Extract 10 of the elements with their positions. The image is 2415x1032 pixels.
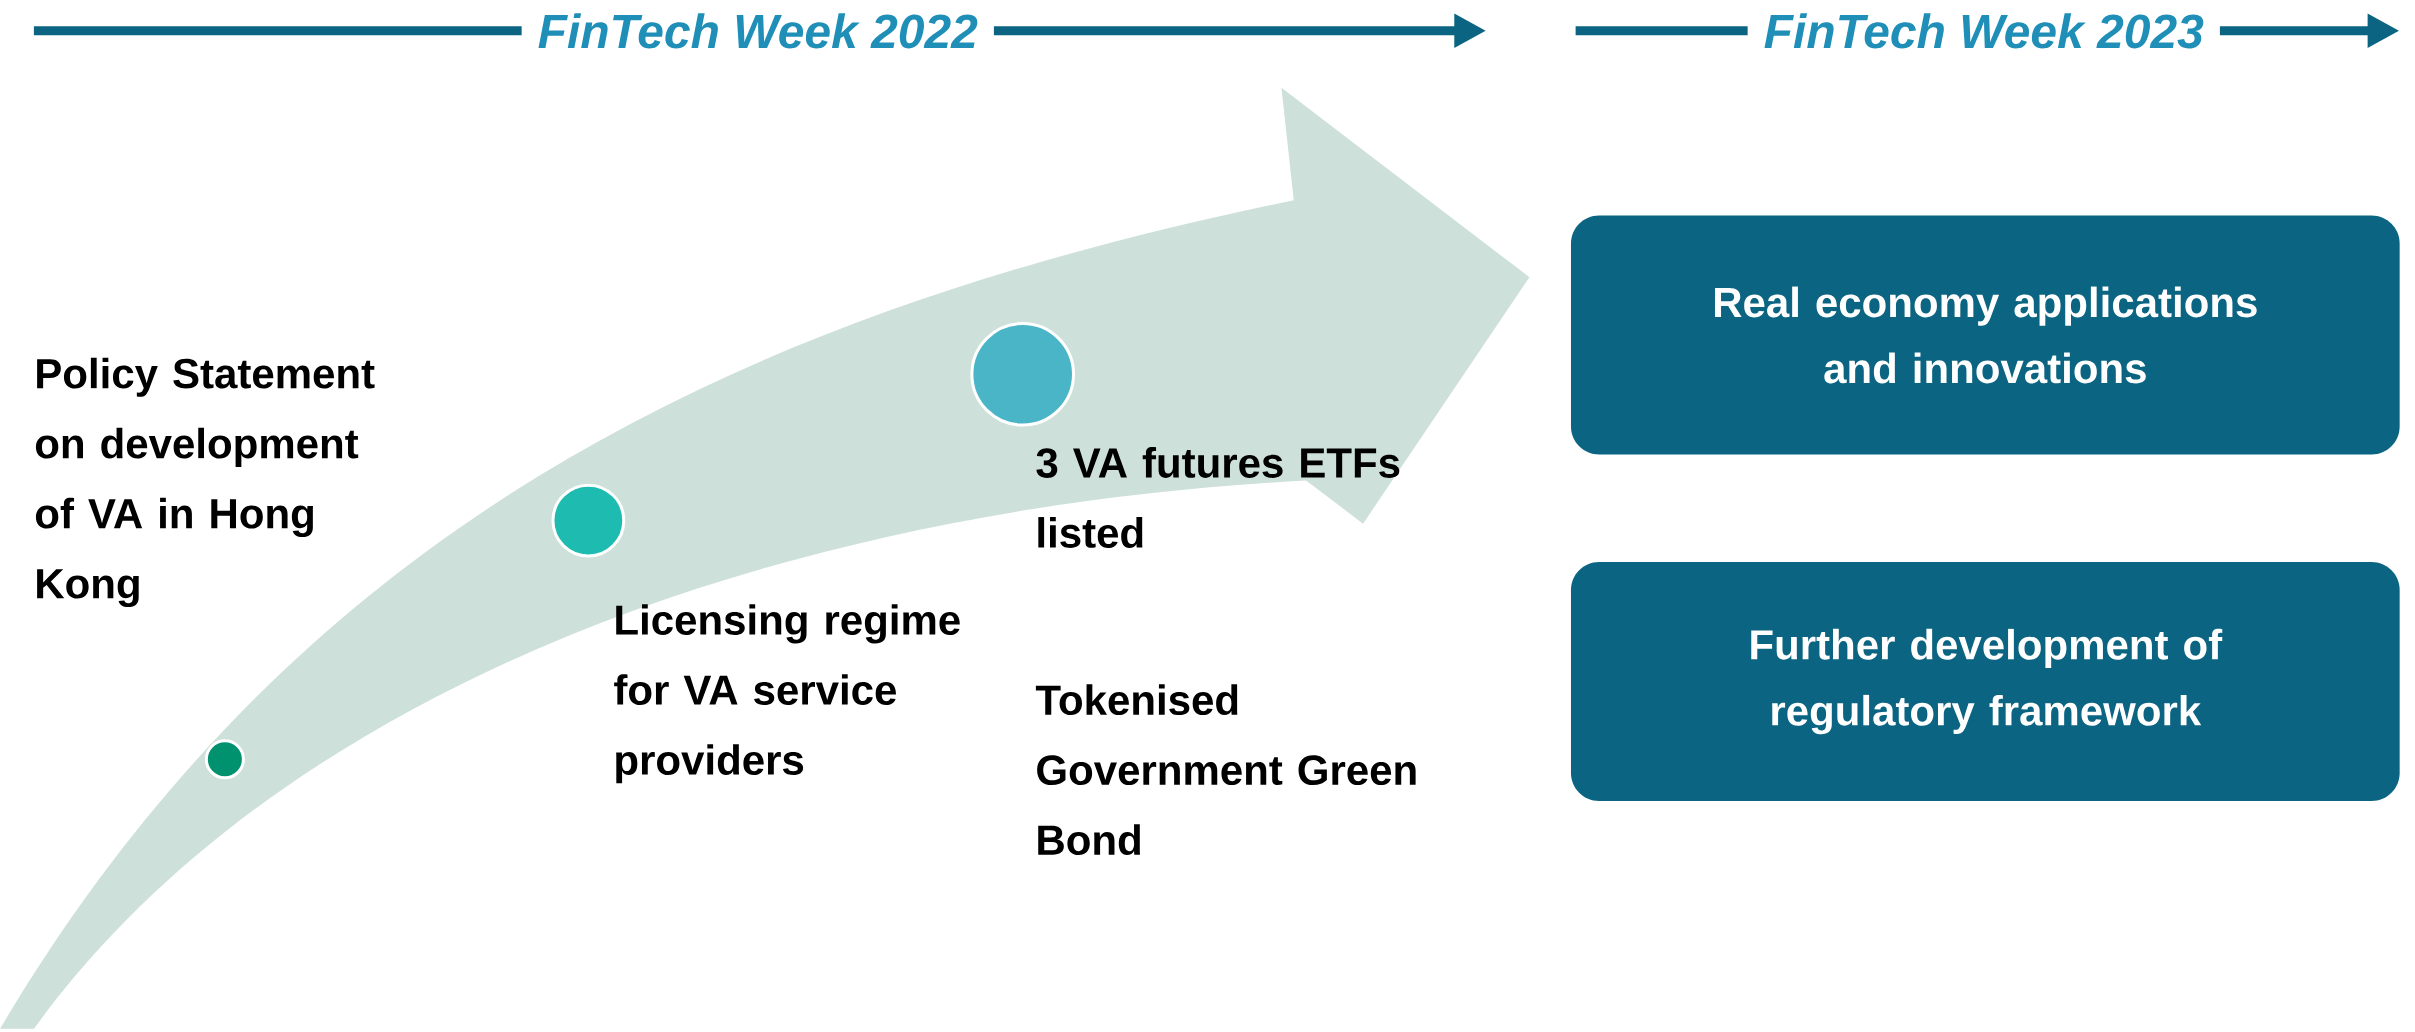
timeline-dot [970,322,1075,427]
milestone-text: Licensing regime for VA service providers [614,604,960,784]
timeline-dot [551,483,626,558]
milestone-text: 3 VA futures ETFs listed [1036,447,1400,548]
phase-box: Further development of regulatory framework [1570,562,2400,801]
milestone-text: Policy Statement on development of VA in Hong Kong [35,357,375,608]
milestone-text: Tokenised Government Green Bond [1035,684,1416,856]
timeline-title: FinTech Week 2022 [521,6,994,56]
phase-box: Real economy applications and innovations [1570,215,2400,455]
timeline-title: FinTech Week 2023 [1747,6,2220,56]
